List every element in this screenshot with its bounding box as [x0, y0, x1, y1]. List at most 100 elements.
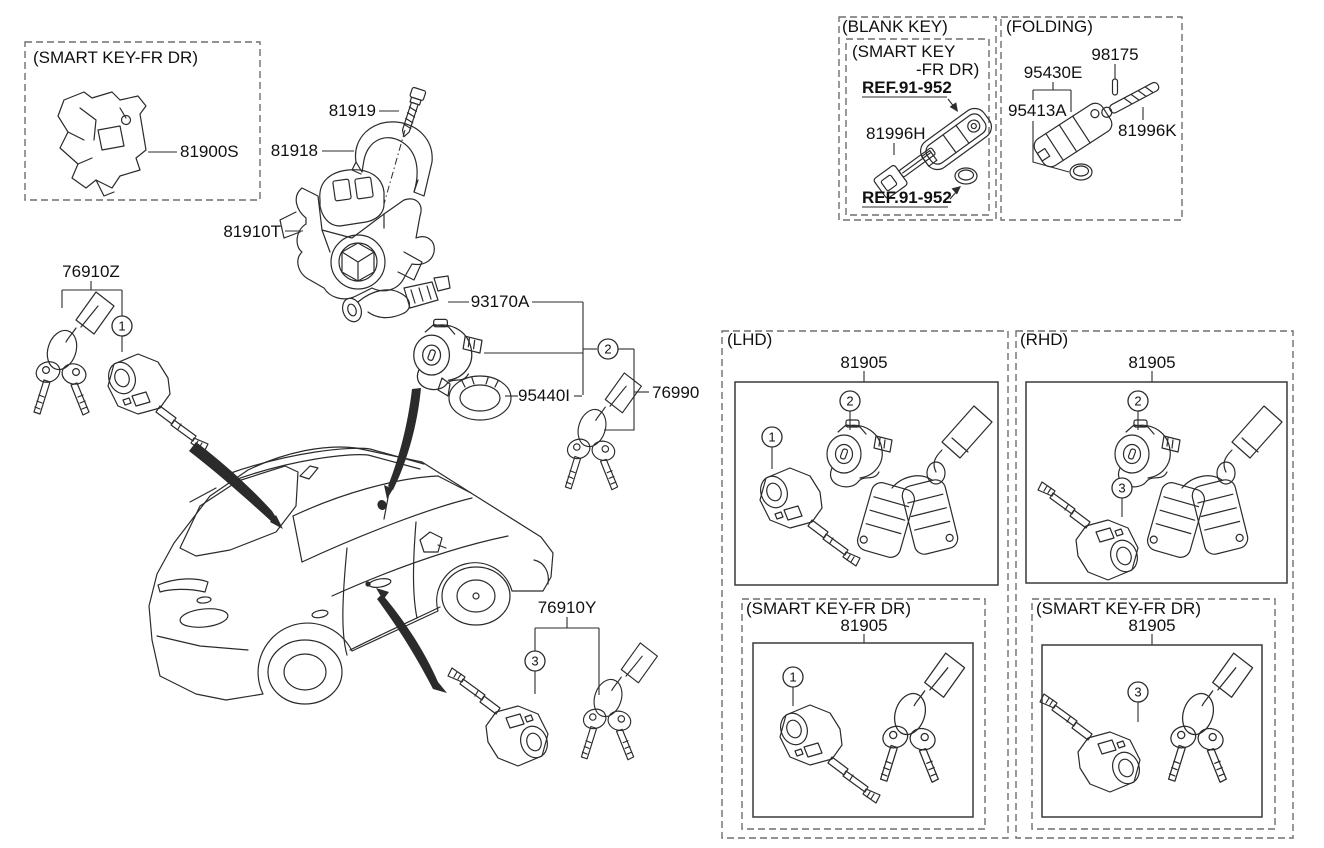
bracket-76910z: [61, 281, 123, 316]
vehicle-illustration: [148, 388, 554, 705]
part-label-98175[interactable]: 98175: [1091, 45, 1138, 64]
svg-text:1: 1: [768, 430, 775, 445]
bracket-76910y: [534, 617, 600, 695]
bolt-81919-drawing: [401, 86, 427, 138]
box-blank-key: (BLANK KEY) (SMART KEY -FR DR) REF.91-95…: [838, 16, 997, 221]
svg-text:2: 2: [604, 342, 611, 357]
folding-key-fob-drawing: [1033, 102, 1113, 168]
part-label-81918[interactable]: 81918: [271, 141, 318, 160]
svg-text:1: 1: [118, 319, 125, 334]
part-label-81910t[interactable]: 81910T: [223, 222, 281, 241]
ref-label-bottom[interactable]: REF.91-952: [862, 188, 952, 207]
insert-key-drawing: [873, 147, 936, 199]
antenna-coil-95440i-drawing: [437, 375, 512, 421]
ignition-cylinder-drawing: [1114, 419, 1181, 488]
part-label-81905-rhd[interactable]: 81905: [1128, 353, 1175, 372]
svg-text:3: 3: [531, 654, 538, 669]
part-label-81919[interactable]: 81919: [329, 101, 376, 120]
box-title: (BLANK KEY): [842, 17, 948, 36]
callout-1-lhd[interactable]: 1: [761, 426, 783, 448]
roll-pin-drawing: [1111, 78, 1119, 96]
kit-box: [734, 381, 999, 586]
bracket-95430e: [1032, 82, 1072, 112]
ref-top-arrowhead: [949, 102, 958, 112]
svg-text:2: 2: [846, 394, 853, 409]
box-smart-key-lhd: (SMART KEY-FR DR) 81905 1: [741, 598, 986, 830]
door-lock-cylinder-76910y-drawing: [447, 667, 553, 767]
key-set-76990-drawing: [564, 372, 642, 491]
front-door-lock-group-76910y: 76910Y 3: [447, 598, 658, 767]
box-smart-key-fr-dr-top-left: (SMART KEY-FR DR) 81900S: [24, 41, 261, 201]
dashed-border: [24, 41, 261, 201]
svg-text:3: 3: [1134, 685, 1141, 700]
key-set-drawing: [879, 652, 966, 783]
kit-box: [1025, 381, 1288, 584]
box-title: (SMART KEY-FR DR): [33, 48, 198, 67]
steering-lock-group: 81919 81918 81910T: [223, 86, 435, 300]
part-label-81900s[interactable]: 81900S: [180, 142, 239, 161]
part-label-95430e[interactable]: 95430E: [1024, 63, 1083, 82]
part-label-93170a[interactable]: 93170A: [471, 292, 530, 311]
callout-1-main[interactable]: 1: [111, 315, 133, 337]
ignition-cylinder-drawing: [826, 419, 893, 488]
assembly-axis-line: [383, 129, 406, 205]
ignition-switch-group: 93170A 95440I 2 76990: [341, 275, 699, 491]
box-title-lhd: (LHD): [727, 330, 772, 349]
box-title: (SMART KEY-FR DR): [1036, 599, 1201, 618]
clamp-81918-drawing: [351, 121, 433, 197]
callout-1-skl[interactable]: 1: [782, 666, 804, 688]
front-door-lock-group-76910z: 76910Z 1: [32, 262, 209, 453]
inner-box-title-line1: (SMART KEY: [852, 42, 955, 61]
inner-dashed-border: [845, 38, 990, 216]
svg-text:1: 1: [789, 670, 796, 685]
key-set-76910y-drawing: [580, 642, 658, 761]
key-fob-pair-drawing: [854, 405, 993, 561]
key-set-drawing: [1167, 652, 1254, 783]
kit-box: [1041, 644, 1263, 818]
box-folding: (FOLDING) 98175 95430E 95413A 81996K: [1000, 16, 1183, 221]
callout-3-rhd[interactable]: 3: [1111, 477, 1133, 499]
bracket-76990: [604, 349, 635, 431]
key-fob-pair-drawing: [1144, 405, 1283, 561]
pointer-arrow-door-front: [376, 588, 447, 693]
part-label-81905-skr[interactable]: 81905: [1128, 616, 1175, 635]
callout-3-main[interactable]: 3: [524, 650, 546, 672]
coin-battery-drawing: [1069, 163, 1093, 181]
part-label-95440i[interactable]: 95440I: [518, 386, 570, 405]
part-label-81996h[interactable]: 81996H: [866, 124, 926, 143]
smart-key-fob-drawing: [920, 107, 992, 171]
part-label-76990[interactable]: 76990: [652, 383, 699, 402]
dashed-border: [741, 598, 986, 830]
door-lock-cylinder-drawing: [755, 467, 861, 567]
leader-95413a: [1032, 121, 1070, 173]
svg-text:3: 3: [1118, 481, 1125, 496]
callout-3-skr[interactable]: 3: [1127, 681, 1149, 703]
part-label-81905-lhd[interactable]: 81905: [840, 353, 887, 372]
pointer-arrow-door-left: [189, 442, 283, 529]
ref-label-top[interactable]: REF.91-952: [862, 78, 952, 97]
container-rhd: (RHD) 81905 2 3 (SMART KEY-FR DR) 81905 …: [1015, 330, 1294, 839]
box-title: (SMART KEY-FR DR): [746, 599, 911, 618]
kit-box: [752, 642, 974, 818]
callout-2-lhd[interactable]: 2: [839, 390, 861, 412]
part-label-95413a[interactable]: 95413A: [1008, 101, 1067, 120]
key-blade-81996k-drawing: [1101, 81, 1160, 118]
callout-2-main[interactable]: 2: [597, 338, 619, 360]
callout-2-rhd[interactable]: 2: [1127, 390, 1149, 412]
part-label-81905-skl[interactable]: 81905: [840, 616, 887, 635]
box-title: (FOLDING): [1006, 17, 1093, 36]
ignition-location-dot: [377, 500, 387, 510]
part-label-81996k[interactable]: 81996K: [1118, 121, 1177, 140]
inner-box-title-line2: -FR DR): [916, 60, 979, 79]
dashed-border: [1031, 598, 1276, 830]
box-title-rhd: (RHD): [1020, 330, 1068, 349]
ref-bottom-arrowhead: [951, 186, 961, 195]
container-lhd: (LHD) 81905 2 1 (SMART KEY-FR DR) 81905 …: [721, 330, 1009, 839]
dashed-border: [721, 330, 1009, 839]
wiring-93170a-drawing: [341, 275, 451, 323]
part-label-76910y[interactable]: 76910Y: [538, 598, 597, 617]
door-lock-cylinder-76910z-drawing: [103, 353, 209, 453]
part-label-76910z[interactable]: 76910Z: [62, 262, 120, 281]
